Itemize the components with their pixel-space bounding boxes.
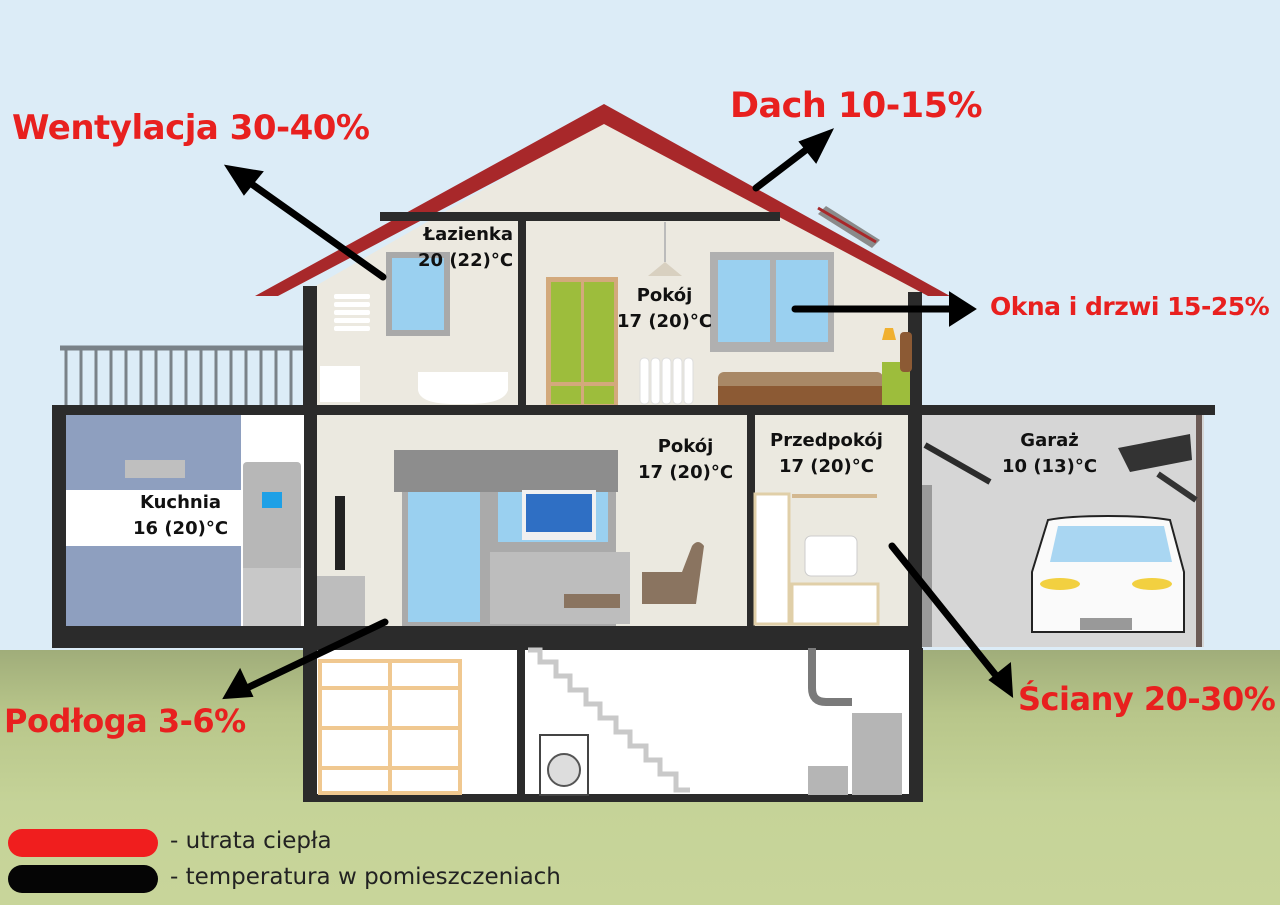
heat-loss-label-walls: Ściany 20-30%: [1018, 680, 1276, 718]
room-label-upstairs-room: Pokój 17 (20)°C: [617, 283, 712, 335]
room-label-hallway: Przedpokój 17 (20)°C: [770, 428, 883, 480]
room-name: Łazienka: [423, 224, 514, 245]
room-name: Przedpokój: [770, 430, 883, 451]
room-label-bathroom: Łazienka 20 (22)°C: [418, 222, 513, 274]
legend-label-temperature: - temperatura w pomieszczeniach: [170, 864, 561, 890]
heat-loss-label-ventilation: Wentylacja 30-40%: [12, 108, 370, 148]
room-label-garage: Garaż 10 (13)°C: [1002, 428, 1097, 480]
room-name: Pokój: [657, 436, 714, 457]
heat-loss-label-windows-doors: Okna i drzwi 15-25%: [990, 292, 1270, 321]
balcony-railing: [60, 345, 305, 408]
room-temperature: 16 (20)°C: [133, 518, 229, 539]
room-temperature: 17 (20)°C: [617, 311, 713, 332]
room-temperature: 10 (13)°C: [1002, 456, 1098, 477]
room-name: Garaż: [1020, 430, 1079, 451]
room-name: Pokój: [636, 285, 693, 306]
legend-label-heat-loss: - utrata ciepła: [170, 828, 332, 854]
legend-swatch-temperature: [8, 865, 158, 893]
room-label-living-room: Pokój 17 (20)°C: [638, 434, 733, 486]
room-name: Kuchnia: [139, 492, 222, 513]
legend-swatch-heat-loss: [8, 829, 158, 857]
heat-loss-label-roof: Dach 10-15%: [730, 86, 983, 126]
room-temperature: 17 (20)°C: [638, 462, 734, 483]
room-temperature: 17 (20)°C: [778, 456, 874, 477]
room-label-kitchen: Kuchnia 16 (20)°C: [133, 490, 228, 542]
room-temperature: 20 (22)°C: [418, 250, 514, 271]
heat-loss-label-floor: Podłoga 3-6%: [4, 702, 246, 740]
